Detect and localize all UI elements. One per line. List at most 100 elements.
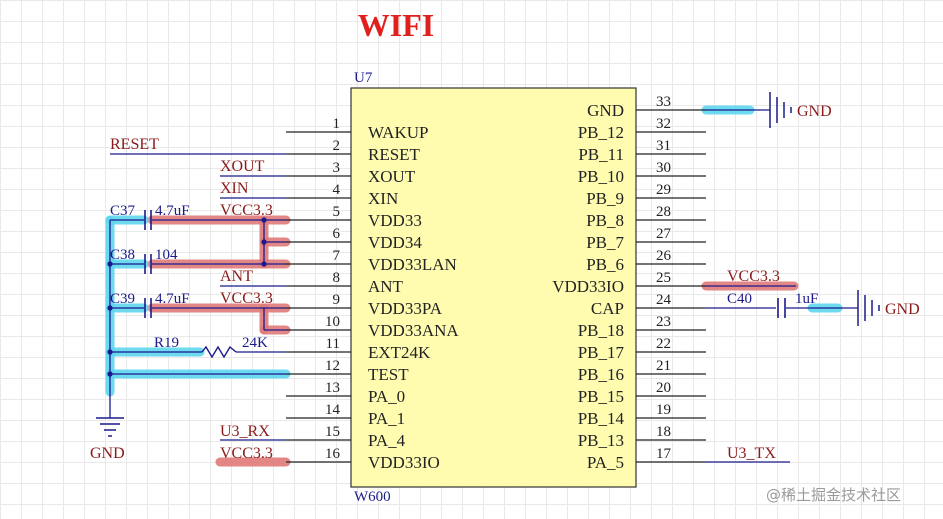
- pin-number: 25: [656, 270, 671, 286]
- pin-name: XOUT: [368, 167, 416, 186]
- c39-value: 4.7uF: [155, 291, 190, 307]
- pin-name: RESET: [368, 145, 421, 164]
- pin-number: 29: [656, 182, 671, 198]
- gnd-symbol-top: [769, 92, 792, 128]
- net-label-ant: ANT: [220, 268, 253, 285]
- pin-number: 20: [656, 380, 671, 396]
- pin-name: PA_0: [368, 387, 405, 406]
- pin-number: 27: [656, 226, 672, 242]
- pin-number: 16: [325, 446, 341, 462]
- gnd-symbol-left: [96, 417, 124, 437]
- net-label-vcc-pin16: VCC3.3: [220, 445, 273, 462]
- net-label-reset: RESET: [110, 136, 159, 153]
- pin-number: 33: [656, 94, 671, 110]
- pin-number: 1: [333, 116, 341, 132]
- pin-number: 19: [656, 402, 671, 418]
- pin-name: TEST: [368, 365, 409, 384]
- junctions: [107, 217, 267, 377]
- junction-dot: [261, 239, 267, 245]
- capacitor-c40: [777, 298, 786, 318]
- pin-name: PB_13: [578, 431, 624, 450]
- pin-name: ANT: [368, 277, 404, 296]
- pin-number: 24: [656, 292, 672, 308]
- gnd-symbol-cap: [857, 290, 880, 326]
- pin-name: GND: [587, 101, 624, 120]
- pin-name: PB_6: [586, 255, 624, 274]
- pin-number: 6: [333, 226, 341, 242]
- junction-dot: [261, 261, 267, 267]
- net-label-gnd-cap: GND: [885, 301, 920, 318]
- junction-dot: [107, 305, 113, 311]
- pin-number: 28: [656, 204, 671, 220]
- pin-name: PB_17: [578, 343, 625, 362]
- pin-number: 7: [333, 248, 341, 264]
- c38-value: 104: [155, 247, 178, 263]
- net-label-gnd-left: GND: [90, 445, 125, 462]
- pin-number: 18: [656, 424, 671, 440]
- junction-dot: [107, 349, 113, 355]
- pin-name: XIN: [368, 189, 398, 208]
- pin-number: 9: [333, 292, 341, 308]
- pin-number: 22: [656, 336, 671, 352]
- pin-name: EXT24K: [368, 343, 431, 362]
- pin-name: PB_12: [578, 123, 624, 142]
- pin-name: PB_18: [578, 321, 624, 340]
- net-label-vcc-pin9: VCC3.3: [220, 290, 273, 307]
- pin-number: 14: [325, 402, 341, 418]
- pin-number: 15: [325, 424, 340, 440]
- c37-value: 4.7uF: [155, 203, 190, 219]
- pin-number: 2: [333, 138, 341, 154]
- net-label-xin: XIN: [220, 180, 249, 197]
- pin-name: VDD33LAN: [368, 255, 457, 274]
- pin-number: 26: [656, 248, 672, 264]
- pin-name: VDD33ANA: [368, 321, 459, 340]
- net-label-u3-tx: U3_TX: [727, 445, 776, 462]
- pin-number: 3: [333, 160, 341, 176]
- junction-dot: [261, 217, 267, 223]
- pin-name: PA_1: [368, 409, 405, 428]
- r19-ref: R19: [154, 335, 179, 351]
- pin-name: VDD33PA: [368, 299, 443, 318]
- c40-value: 1uF: [795, 291, 818, 307]
- c38-ref: C38: [110, 247, 135, 263]
- wires: [109, 109, 858, 463]
- net-label-gnd-top: GND: [797, 103, 832, 120]
- pin-number: 32: [656, 116, 671, 132]
- pin-name: PB_14: [578, 409, 625, 428]
- pin-name: CAP: [591, 299, 624, 318]
- pin-name: PB_8: [586, 211, 624, 230]
- pin-name: PB_11: [578, 145, 624, 164]
- chip-designator: U7: [354, 70, 373, 86]
- pin-name: VDD33IO: [552, 277, 624, 296]
- net-label-xout: XOUT: [220, 158, 265, 175]
- pin-name: PB_7: [586, 233, 624, 252]
- c40-ref: C40: [727, 291, 752, 307]
- net-label-vcc-pin25: VCC3.3: [727, 268, 780, 285]
- pin-name: PB_10: [578, 167, 624, 186]
- pin-name: PA_4: [368, 431, 406, 450]
- net-label-u3-rx: U3_RX: [220, 423, 270, 440]
- net-label-vcc-pin5: VCC3.3: [220, 202, 273, 219]
- right-pin-group: 33 GND 32 PB_12 31 PB_11 30 PB_10 29 PB_9 28 PB_8 27…: [552, 94, 706, 472]
- pin-number: 31: [656, 138, 671, 154]
- pin-number: 13: [325, 380, 340, 396]
- pin-number: 8: [333, 270, 341, 286]
- pin-number: 23: [656, 314, 671, 330]
- pin-name: WAKUP: [368, 123, 428, 142]
- r19-value: 24K: [242, 335, 268, 351]
- pin-name: PB_9: [586, 189, 624, 208]
- pin-name: VDD33: [368, 211, 422, 230]
- pin-number: 11: [326, 336, 340, 352]
- pin-name: PA_5: [587, 453, 624, 472]
- junction-dot: [107, 371, 113, 377]
- capacitor-c38: [144, 254, 152, 274]
- capacitor-c37: [144, 210, 152, 230]
- c37-ref: C37: [110, 203, 136, 219]
- pin-name: PB_15: [578, 387, 624, 406]
- pin-number: 30: [656, 160, 671, 176]
- watermark: @稀土掘金技术社区: [766, 486, 901, 504]
- schematic-title: WIFI: [358, 7, 434, 43]
- pin-number: 4: [333, 182, 341, 198]
